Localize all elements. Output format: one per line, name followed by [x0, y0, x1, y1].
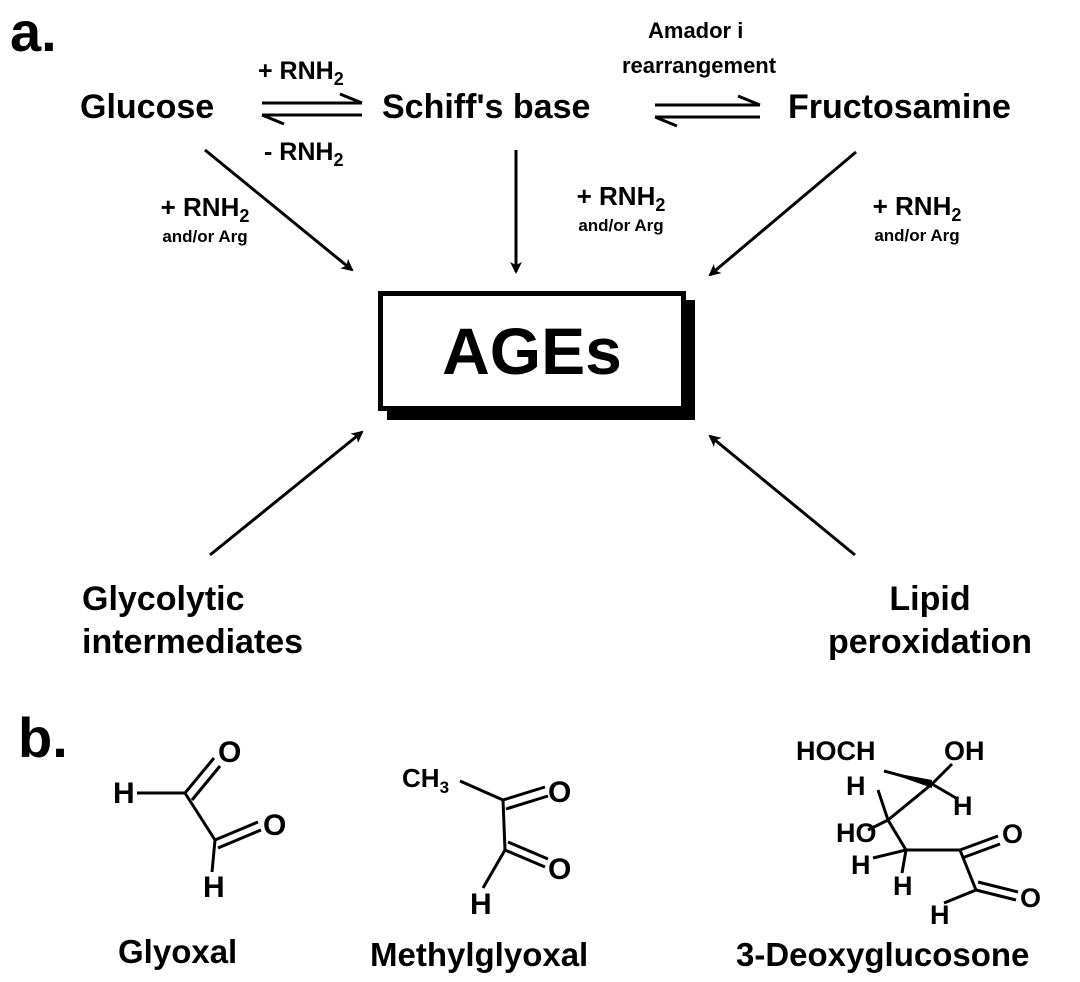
methylglyoxal-atom-h: H	[470, 888, 492, 921]
glyoxal-bonds	[137, 757, 262, 873]
deoxy-atom-h3: H	[851, 850, 871, 880]
condition-middle: + RNH2 and/or Arg	[576, 181, 666, 236]
deoxy-atom-hoch2: HOCH	[796, 736, 876, 766]
deoxyglucosone-wedge-bond	[884, 771, 932, 788]
deoxy-atom-h4: H	[893, 871, 913, 901]
deoxy-atom-oh: OH	[944, 736, 985, 766]
equilibrium-arrow-glucose-schiff	[261, 92, 363, 126]
panel-a-label: a.	[10, 0, 57, 63]
deoxyglucosone-bonds	[867, 762, 1019, 905]
arrow-glucose-to-ages	[204, 148, 354, 272]
deoxy-atom-h5: H	[930, 900, 950, 930]
deoxy-atom-o1: O	[1002, 819, 1024, 849]
arrow-lipid-to-ages	[708, 434, 856, 557]
glucose-node: Glucose	[80, 88, 215, 126]
glyoxal-atom-o2: O	[263, 809, 287, 842]
condition-left: + RNH2 and/or Arg	[160, 192, 250, 247]
minus-rnh2-label: - RNH2	[264, 138, 344, 170]
plus-rnh2-label: + RNH2	[258, 57, 344, 89]
equilibrium-arrow-schiff-fructosamine	[654, 94, 761, 128]
methylglyoxal-name: Methylglyoxal	[370, 936, 589, 973]
fructosamine-node: Fructosamine	[788, 88, 1011, 126]
methylglyoxal-atom-o1: O	[548, 776, 572, 809]
panel-b-label: b.	[18, 706, 68, 769]
amadori-label: Amador i	[648, 18, 744, 43]
schiff-base-node: Schiff's base	[382, 88, 591, 126]
glyoxal-name: Glyoxal	[118, 933, 238, 970]
glyoxal-atom-h1: H	[113, 777, 135, 810]
deoxyglucosone-name: 3-Deoxyglucosone	[736, 936, 1030, 973]
ages-box: AGEs	[378, 291, 686, 411]
ages-label: AGEs	[442, 314, 622, 388]
glyoxal-atom-h2: H	[203, 871, 225, 904]
arrow-glycolytic-to-ages	[209, 430, 364, 557]
methylglyoxal-atom-ch3: CH3	[402, 763, 450, 798]
arrow-fructosamine-to-ages	[708, 150, 857, 277]
deoxy-atom-h1: H	[846, 771, 866, 801]
glyoxal-atom-o1: O	[218, 736, 242, 769]
deoxy-atom-o2: O	[1020, 883, 1042, 913]
methylglyoxal-bonds	[459, 779, 549, 889]
deoxy-atom-h2: H	[953, 791, 973, 821]
methylglyoxal-atom-o2: O	[548, 853, 572, 886]
condition-right: + RNH2 and/or Arg	[872, 191, 962, 246]
rearrangement-label: rearrangement	[622, 53, 777, 78]
deoxy-atom-ho: HO	[836, 818, 877, 848]
